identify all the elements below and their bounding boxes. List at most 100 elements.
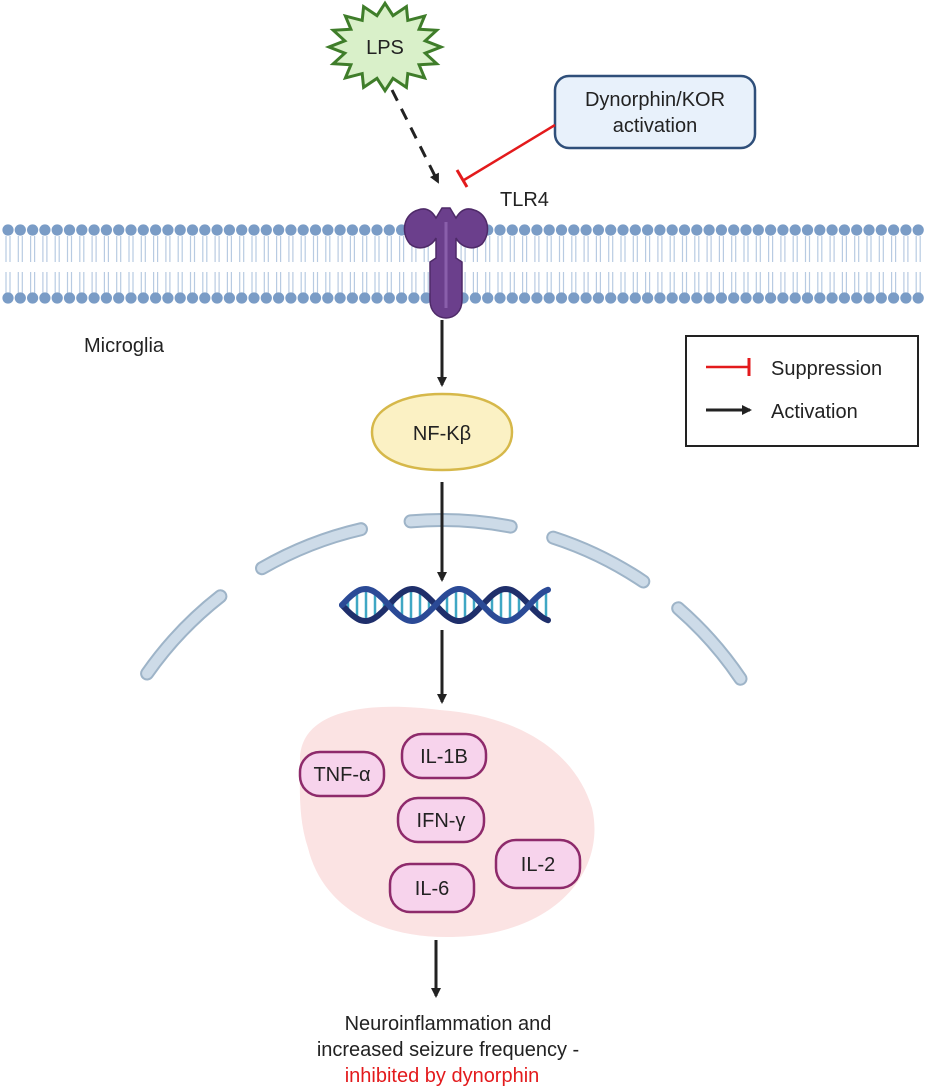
lipid-head [765, 292, 777, 304]
cytokine-label: TNF-α [313, 764, 370, 786]
lipid-head [900, 292, 912, 304]
lipid-head [26, 292, 39, 304]
cytokine-label: IL-1B [420, 746, 468, 768]
lps-starburst-shape [324, 0, 446, 94]
lipid-head [359, 292, 371, 304]
lipid-head [39, 224, 51, 236]
cytokine-tnf-alpha: TNF-α [298, 750, 386, 798]
lipid-head [678, 292, 691, 304]
lipid-head [826, 224, 838, 236]
lipid-head [346, 292, 358, 304]
lipid-head [506, 224, 518, 236]
kor-suppression-line [455, 123, 556, 188]
lipid-head [371, 224, 383, 236]
lipid-head [2, 292, 14, 304]
lipid-head [51, 292, 63, 304]
lps-node: LPS [324, 0, 446, 94]
lipid-head [322, 224, 334, 236]
lipid-head [506, 292, 518, 304]
nuclear-envelope-segment-fill [673, 603, 746, 684]
nfkb-label: NF-Kβ [413, 423, 471, 445]
lipid-head [88, 292, 100, 304]
lipid-head [740, 224, 752, 236]
lipid-head [309, 292, 322, 304]
lipid-head [63, 224, 76, 236]
lipid-head [826, 292, 838, 304]
lipid-head [211, 292, 223, 304]
lipid-head [174, 292, 186, 304]
cytokine-il-1b: IL-1B [400, 732, 488, 780]
lipid-head [51, 224, 63, 236]
cytokine-label: IL-6 [415, 878, 449, 900]
cytokine-label: IL-2 [521, 854, 555, 876]
lipid-head [752, 224, 764, 236]
lipid-head [199, 292, 211, 304]
lipid-head [125, 292, 137, 304]
lipid-head [851, 224, 863, 236]
lipid-head [76, 292, 88, 304]
lipid-head [174, 224, 186, 236]
lipid-head [715, 292, 728, 304]
lipid-head [137, 292, 149, 304]
lipid-head [309, 224, 322, 236]
lipid-head [814, 224, 826, 236]
lipid-head [543, 292, 555, 304]
microglia-label: Microglia [84, 335, 165, 357]
nuclear-envelope-segment-fill [257, 524, 366, 574]
lipid-head [260, 292, 272, 304]
lipid-head [568, 292, 580, 304]
lipid-head [838, 292, 851, 304]
legend-suppression-symbol [706, 358, 751, 376]
lipid-head [469, 292, 481, 304]
lipid-head [88, 224, 100, 236]
lipid-head [642, 224, 654, 236]
lipid-head [863, 292, 875, 304]
lipid-head [150, 224, 162, 236]
tlr4-label: TLR4 [500, 189, 549, 211]
lipid-head [162, 292, 174, 304]
lipid-head [531, 292, 543, 304]
lipid-head [691, 292, 703, 304]
legend: Suppression Activation [685, 335, 919, 447]
lipid-head [715, 224, 728, 236]
cytokine-il-2: IL-2 [494, 838, 582, 890]
lipid-head [592, 224, 605, 236]
dynorphin-kor-box [553, 74, 757, 150]
lipid-head [519, 224, 531, 236]
lipid-head [211, 224, 223, 236]
lipid-head [740, 292, 752, 304]
lipid-head [629, 224, 641, 236]
lipid-head [383, 224, 395, 236]
lipid-head [383, 292, 395, 304]
lipid-head [728, 224, 740, 236]
legend-box [685, 335, 919, 447]
lipid-head [162, 224, 174, 236]
lipid-head [482, 292, 494, 304]
lipid-head [617, 224, 629, 236]
nuclear-envelope [140, 513, 748, 686]
lipid-head [125, 224, 137, 236]
lipid-head [888, 292, 900, 304]
lipid-head [248, 292, 260, 304]
lipid-head [642, 292, 654, 304]
lipid-head [863, 224, 875, 236]
lipid-head [629, 292, 641, 304]
lipid-head [223, 224, 235, 236]
lipid-head [76, 224, 88, 236]
lipid-head [900, 224, 912, 236]
lipid-head [531, 224, 543, 236]
lipid-head [260, 224, 272, 236]
lipid-head [63, 292, 76, 304]
cytokine-il-6: IL-6 [388, 862, 476, 914]
lps-label: LPS [366, 37, 404, 59]
lipid-head [236, 224, 248, 236]
lipid-head [494, 224, 506, 236]
nuclear-envelope-segment-fill [548, 532, 649, 587]
dna-helix-icon [339, 585, 551, 625]
lipid-head [334, 292, 346, 304]
lipid-head [617, 292, 629, 304]
cytokine-ifn-gamma: IFN-γ [396, 796, 486, 844]
lipid-head [838, 224, 851, 236]
legend-activation-label: Activation [771, 401, 858, 423]
